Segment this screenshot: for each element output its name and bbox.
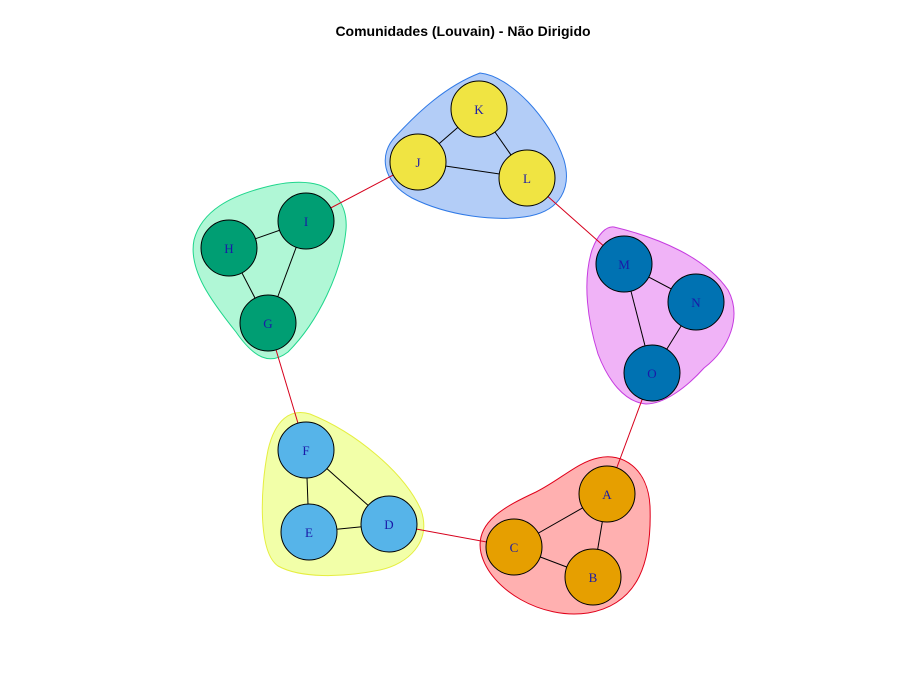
- node-I: I: [277, 192, 335, 250]
- node-E: E: [280, 503, 338, 561]
- node-circle-H: [200, 219, 258, 277]
- node-H: H: [200, 219, 258, 277]
- node-O: O: [623, 344, 681, 402]
- node-circle-J: [389, 133, 447, 191]
- node-circle-A: [578, 465, 636, 523]
- node-A: A: [578, 465, 636, 523]
- node-circle-D: [360, 495, 418, 553]
- node-label-F: F: [302, 443, 309, 458]
- node-circle-L: [498, 149, 556, 207]
- node-label-D: D: [384, 517, 393, 532]
- graph-title: Comunidades (Louvain) - Não Dirigido: [335, 23, 590, 39]
- node-circle-I: [277, 192, 335, 250]
- node-circle-O: [623, 344, 681, 402]
- node-circle-M: [595, 235, 653, 293]
- node-label-L: L: [523, 171, 531, 186]
- node-label-H: H: [224, 241, 233, 256]
- node-circle-F: [277, 421, 335, 479]
- node-G: G: [239, 294, 297, 352]
- node-label-N: N: [691, 295, 701, 310]
- node-circle-C: [485, 518, 543, 576]
- node-C: C: [485, 518, 543, 576]
- node-label-B: B: [589, 570, 598, 585]
- node-label-O: O: [647, 366, 656, 381]
- node-label-E: E: [305, 525, 313, 540]
- node-label-G: G: [263, 316, 272, 331]
- node-circle-G: [239, 294, 297, 352]
- node-circle-N: [667, 273, 725, 331]
- node-J: J: [389, 133, 447, 191]
- node-label-K: K: [474, 102, 484, 117]
- node-label-C: C: [510, 540, 519, 555]
- node-label-I: I: [304, 214, 308, 229]
- node-label-A: A: [602, 487, 612, 502]
- node-F: F: [277, 421, 335, 479]
- node-D: D: [360, 495, 418, 553]
- node-B: B: [564, 548, 622, 606]
- node-L: L: [498, 149, 556, 207]
- node-circle-E: [280, 503, 338, 561]
- node-label-M: M: [618, 257, 630, 272]
- node-label-J: J: [415, 155, 420, 170]
- node-circle-B: [564, 548, 622, 606]
- node-M: M: [595, 235, 653, 293]
- node-K: K: [450, 80, 508, 138]
- graph-nodes: A B C D E F G H I J K L M N O: [200, 80, 725, 606]
- node-N: N: [667, 273, 725, 331]
- node-circle-K: [450, 80, 508, 138]
